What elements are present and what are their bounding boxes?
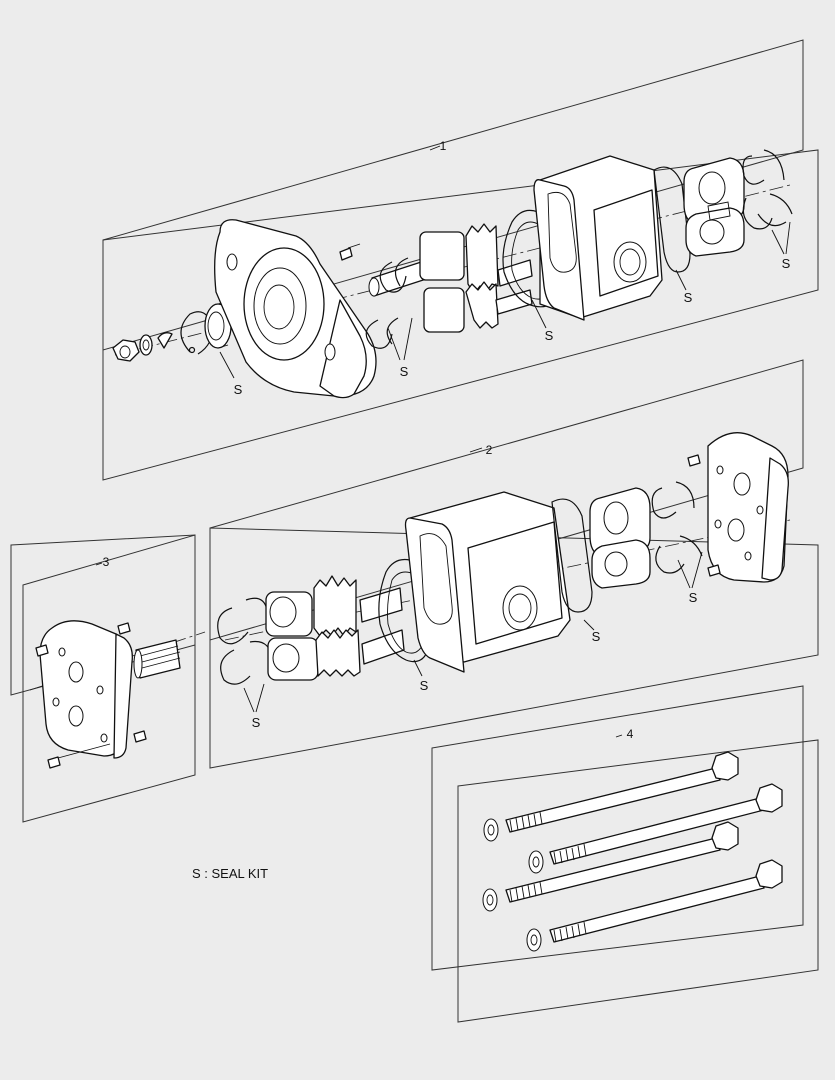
pump-body-1	[533, 155, 663, 321]
group-4-frame	[457, 739, 819, 1023]
lock-washer	[139, 334, 153, 356]
seal-kit-legend: S : SEAL KIT	[192, 866, 268, 881]
drive-gear-set-1	[368, 223, 533, 333]
dowel-pin-2a	[687, 454, 701, 467]
bolt-3	[482, 821, 739, 912]
group-label-2: 2	[486, 443, 493, 457]
gear-set-2	[265, 575, 405, 681]
seal-marker-2d: S	[689, 590, 698, 605]
dowel-pin-2b	[707, 564, 721, 577]
body-gasket-1b	[653, 166, 691, 273]
dowel-pin-3c	[47, 756, 61, 769]
dowel-pin-3a	[35, 644, 49, 657]
group-3: 3	[10, 534, 206, 823]
group-label-3: 3	[103, 555, 110, 569]
dowel-pin-1	[339, 247, 353, 261]
shaft-nut	[112, 339, 140, 362]
seal-marker-1c: S	[545, 328, 554, 343]
spline-shaft	[133, 639, 181, 679]
backup-seals-2b	[651, 481, 703, 574]
seal-marker-2b: S	[420, 678, 429, 693]
seal-marker-1e: S	[782, 256, 791, 271]
mounting-flange	[214, 219, 377, 399]
group-4-frame-back	[431, 685, 804, 971]
group-4: 4	[431, 685, 819, 1023]
adapter-plate	[39, 620, 133, 759]
shaft-key	[157, 332, 173, 349]
group-1: S	[102, 39, 819, 481]
seal-marker-1b: S	[400, 364, 409, 379]
bolt-4	[526, 859, 783, 952]
body-gasket-2b	[551, 498, 593, 613]
group-label-4: 4	[627, 727, 634, 741]
dowel-pin-3b	[117, 622, 131, 635]
bolt-2	[528, 783, 783, 874]
backup-seals-2	[217, 597, 273, 685]
backup-seals-1b	[742, 149, 793, 230]
seal-marker-1d: S	[684, 290, 693, 305]
seal-marker-1a: S	[234, 382, 243, 397]
group-label-1: 1	[440, 139, 447, 153]
bearing-block-1	[683, 157, 745, 257]
group-3-frame	[22, 534, 196, 823]
backup-seals-1	[365, 257, 409, 349]
rear-cover	[707, 432, 789, 583]
dowel-pin-3d	[133, 730, 147, 743]
seal-marker-2c: S	[592, 629, 601, 644]
bearing-block-2	[589, 487, 651, 589]
group-2: S S S	[209, 359, 819, 769]
bolt-1	[483, 751, 739, 842]
pump-body-2	[404, 491, 571, 673]
seal-marker-2a: S	[252, 715, 261, 730]
